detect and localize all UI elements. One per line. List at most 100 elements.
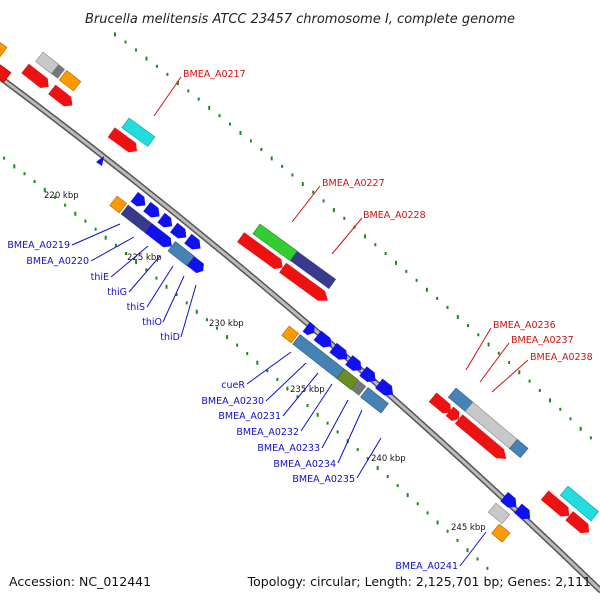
- backbone: [0, 73, 600, 593]
- gc-dot: [406, 493, 409, 498]
- gc-dot: [13, 164, 16, 169]
- gc-dot: [579, 426, 582, 431]
- gene-feature: [500, 492, 517, 508]
- gc-dot: [175, 293, 178, 297]
- gc-dot: [343, 216, 346, 220]
- gc-dot: [416, 502, 419, 506]
- gene-feature: [491, 523, 511, 543]
- leader-line: [265, 362, 307, 402]
- gc-dot: [155, 64, 158, 68]
- gc-dot: [336, 430, 339, 434]
- gc-dot: [54, 195, 56, 199]
- gc-dot: [197, 97, 200, 101]
- gc-dot: [364, 234, 366, 239]
- gene-feature: [0, 37, 8, 58]
- tick-labels: 220 kbp 225 kbp 230 kbp 235 kbp 240 kbp …: [44, 191, 486, 533]
- gc-dot: [436, 296, 439, 300]
- gc-dot: [165, 284, 168, 289]
- gc-dot: [456, 538, 459, 542]
- gc-dot: [415, 278, 418, 282]
- leader-line: [356, 437, 382, 479]
- gc-dot: [256, 360, 259, 365]
- gene-label: BMEA_A0230: [201, 396, 264, 407]
- gene-label: BMEA_A0232: [236, 427, 299, 438]
- gc-dot: [166, 72, 169, 76]
- gc-dot: [446, 529, 449, 533]
- gene-feature: [375, 378, 393, 396]
- gc-dot: [114, 32, 116, 37]
- gene-feature: [345, 355, 362, 371]
- gc-dot: [218, 114, 221, 118]
- gc-dot: [425, 287, 428, 292]
- gc-dot: [395, 260, 397, 265]
- gene-feature: [237, 232, 283, 269]
- gene-feature: [279, 262, 328, 301]
- gc-dot: [446, 305, 449, 309]
- gc-dot: [456, 315, 459, 319]
- gc-dot: [538, 389, 541, 392]
- gene-feature: [143, 201, 160, 218]
- gene-feature: [454, 414, 507, 459]
- gene-label: cueR: [221, 380, 245, 391]
- gc-dot: [270, 156, 273, 161]
- gc-dot: [195, 309, 198, 314]
- gc-dot: [84, 219, 87, 223]
- gene-feature: [428, 392, 452, 414]
- gc-dot: [296, 395, 299, 399]
- gene-feature: [359, 366, 376, 382]
- gc-dot: [94, 227, 97, 231]
- gene-feature: [565, 511, 590, 534]
- gc-dot: [226, 335, 229, 340]
- gene-feature: [313, 330, 332, 348]
- feature-thi-cluster: [109, 192, 204, 274]
- gc-dot: [239, 131, 242, 135]
- gene-feature: [514, 503, 531, 520]
- gc-dot: [145, 56, 148, 61]
- gene-feature: [121, 117, 156, 147]
- gc-dot: [208, 105, 211, 110]
- gene-feature: [96, 156, 104, 166]
- gc-dot: [155, 276, 158, 280]
- gc-dot: [396, 484, 399, 488]
- gc-dot: [135, 48, 137, 52]
- leader-lines: [71, 76, 529, 567]
- feature-cluster-b: [21, 51, 82, 107]
- gene-label: BMEA_A0236: [493, 320, 556, 331]
- feature-a0217: [107, 117, 156, 153]
- gc-dot: [33, 180, 36, 183]
- leader-line: [337, 409, 363, 464]
- gene-label: BMEA_A0237: [511, 335, 574, 346]
- gc-dot: [559, 407, 562, 411]
- gc-dot: [216, 326, 218, 330]
- gc-dot: [376, 466, 379, 470]
- tick-label: 230 kbp: [209, 319, 244, 329]
- gc-dot: [185, 301, 188, 305]
- gc-dot: [187, 89, 190, 93]
- gc-dot: [246, 352, 249, 356]
- gene-label: thiS: [127, 302, 145, 313]
- gene-feature: [48, 84, 73, 107]
- gc-dot: [374, 243, 377, 247]
- tick-label: 220 kbp: [44, 191, 79, 201]
- gene-feature: [281, 325, 299, 344]
- gene-labels: BMEA_A0217 BMEA_A0227 BMEA_A0228 BMEA_A0…: [7, 69, 592, 572]
- gc-dot: [549, 398, 551, 403]
- gc-dot: [528, 379, 531, 383]
- gene-label: BMEA_A0219: [7, 240, 70, 251]
- gc-dot-tracks: [3, 32, 592, 570]
- tick-label: 240 kbp: [371, 454, 406, 464]
- gene-label: BMEA_A0234: [273, 459, 336, 470]
- gc-dot: [125, 252, 127, 255]
- leader-line: [162, 275, 185, 323]
- gene-feature: [360, 387, 389, 414]
- gc-dot: [426, 511, 429, 515]
- feature-cuer-cluster: [281, 322, 393, 414]
- gc-dot: [405, 269, 408, 273]
- gene-feature: [290, 251, 337, 289]
- accession-label: Accession: NC_012441: [9, 574, 151, 589]
- gene-feature: [559, 485, 600, 522]
- gene-feature: [186, 256, 204, 274]
- gene-label: thiG: [107, 287, 127, 298]
